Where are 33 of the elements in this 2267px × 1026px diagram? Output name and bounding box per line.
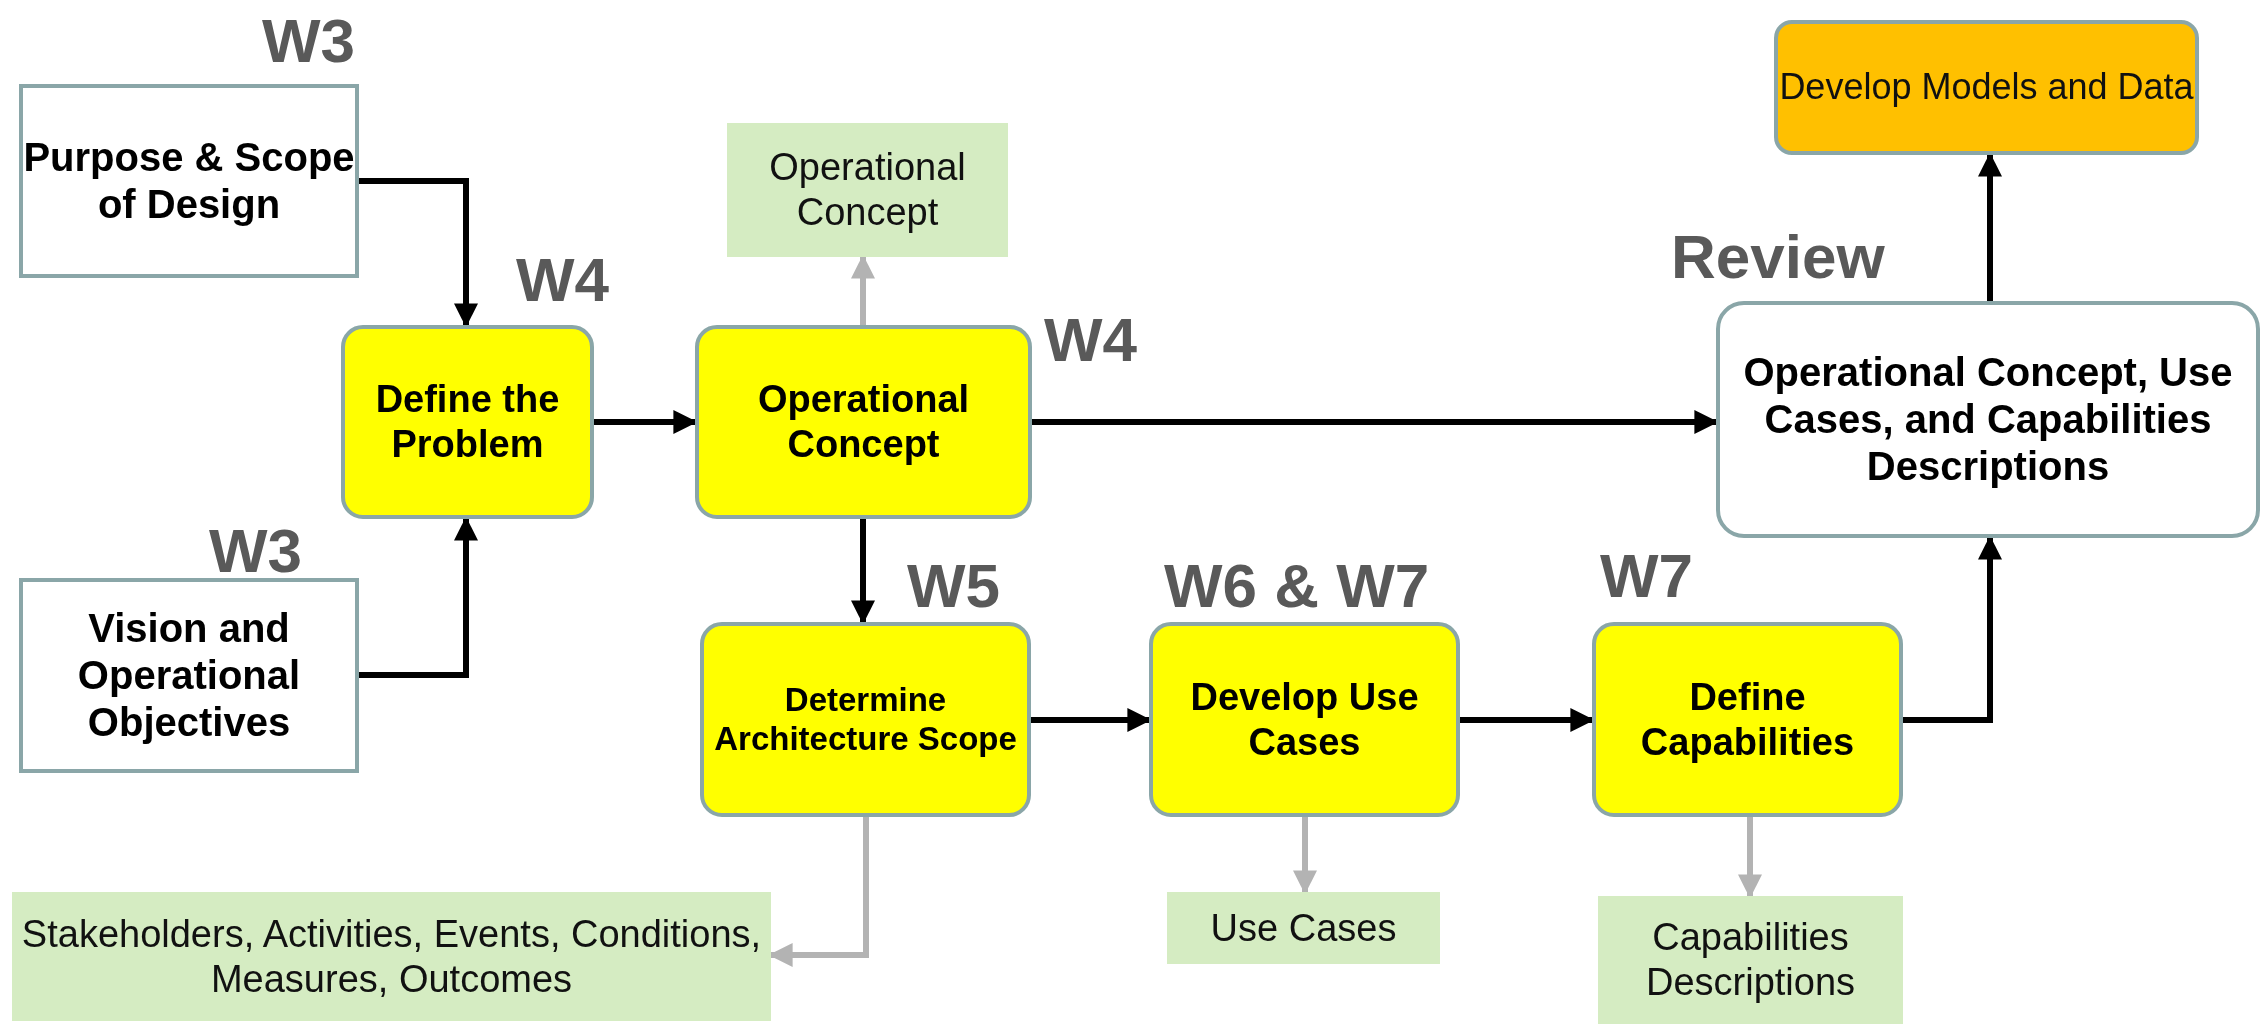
- box-label: Define the Problem: [374, 377, 561, 467]
- step-tag: W7: [1600, 545, 1693, 607]
- arrow: [1903, 535, 2002, 723]
- box-label: Operational Concept: [756, 377, 971, 467]
- arrow: [1293, 817, 1317, 895]
- box-label: Purpose & Scope of Design: [23, 133, 355, 228]
- box-label: Develop Use Cases: [1189, 674, 1420, 765]
- output-box: [12, 892, 771, 1021]
- step-tag: Review: [1671, 226, 1885, 288]
- box-label: Define Capabilities: [1639, 674, 1856, 765]
- step-tag: W5: [907, 555, 1000, 617]
- arrow: [851, 519, 875, 625]
- box-label: Vision and Operational Objectives: [76, 604, 302, 747]
- box-label: Develop Models and Data: [1779, 66, 2194, 109]
- step-tag: W6 & W7: [1164, 555, 1430, 617]
- output-box: [727, 123, 1008, 257]
- arrow: [1738, 817, 1762, 899]
- box-label: Capabilities Descriptions: [1644, 915, 1857, 1005]
- arrow: [1978, 152, 2002, 301]
- output-box: [1774, 20, 2199, 155]
- step-tag: W3: [262, 10, 355, 72]
- box-label: Stakeholders, Activities, Events, Conditions, Measures, Outcomes: [20, 911, 763, 1002]
- box-label: Determine Architecture Scope: [713, 680, 1018, 759]
- step-tag: W4: [516, 249, 609, 311]
- output-box: [1598, 896, 1903, 1024]
- box-label: Use Cases: [1210, 905, 1397, 951]
- step-tag: W4: [1044, 309, 1137, 371]
- box-label: Operational Concept, Use Cases, and Capabilities Descriptions: [1742, 348, 2234, 491]
- box-label: Operational Concept: [768, 145, 967, 235]
- arrow: [359, 516, 478, 678]
- step-tag: W3: [209, 520, 302, 582]
- arrow: [359, 178, 478, 328]
- output-box: [1167, 892, 1440, 964]
